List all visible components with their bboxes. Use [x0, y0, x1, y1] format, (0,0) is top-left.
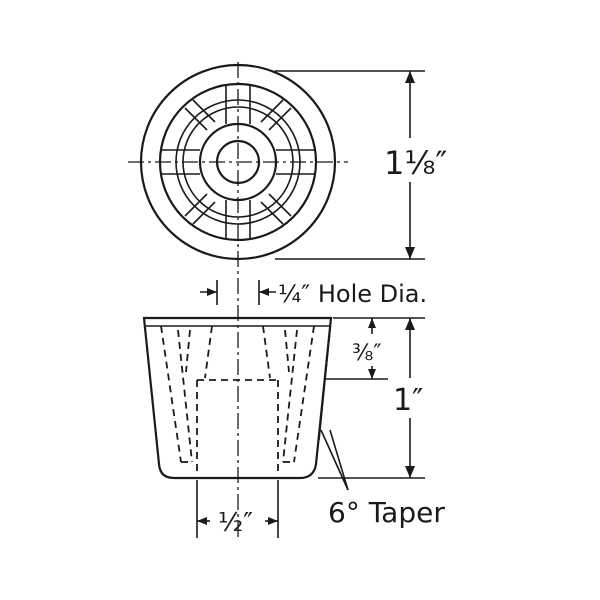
taper-leader [320, 429, 349, 491]
recess-depth-label: ⅜″ [352, 341, 382, 366]
height-label: 1″ [393, 383, 423, 418]
hole-diameter-label: ¼″ Hole Dia. [278, 280, 427, 308]
outer-diameter-label: 1⅛″ [384, 144, 447, 182]
side-view [142, 316, 333, 480]
side-outline [142, 316, 333, 480]
radial-ribs [162, 86, 314, 238]
recess-depth-dimension [326, 317, 400, 380]
outer-diameter-dimension [275, 70, 454, 260]
hole-diameter-dimension [200, 280, 276, 305]
hidden-lines [160, 325, 315, 474]
base-diameter-label: ½″ [218, 508, 253, 538]
height-dimension [318, 317, 436, 479]
taper-label: 6° Taper [328, 496, 445, 529]
base-diameter-dimension [196, 480, 279, 538]
